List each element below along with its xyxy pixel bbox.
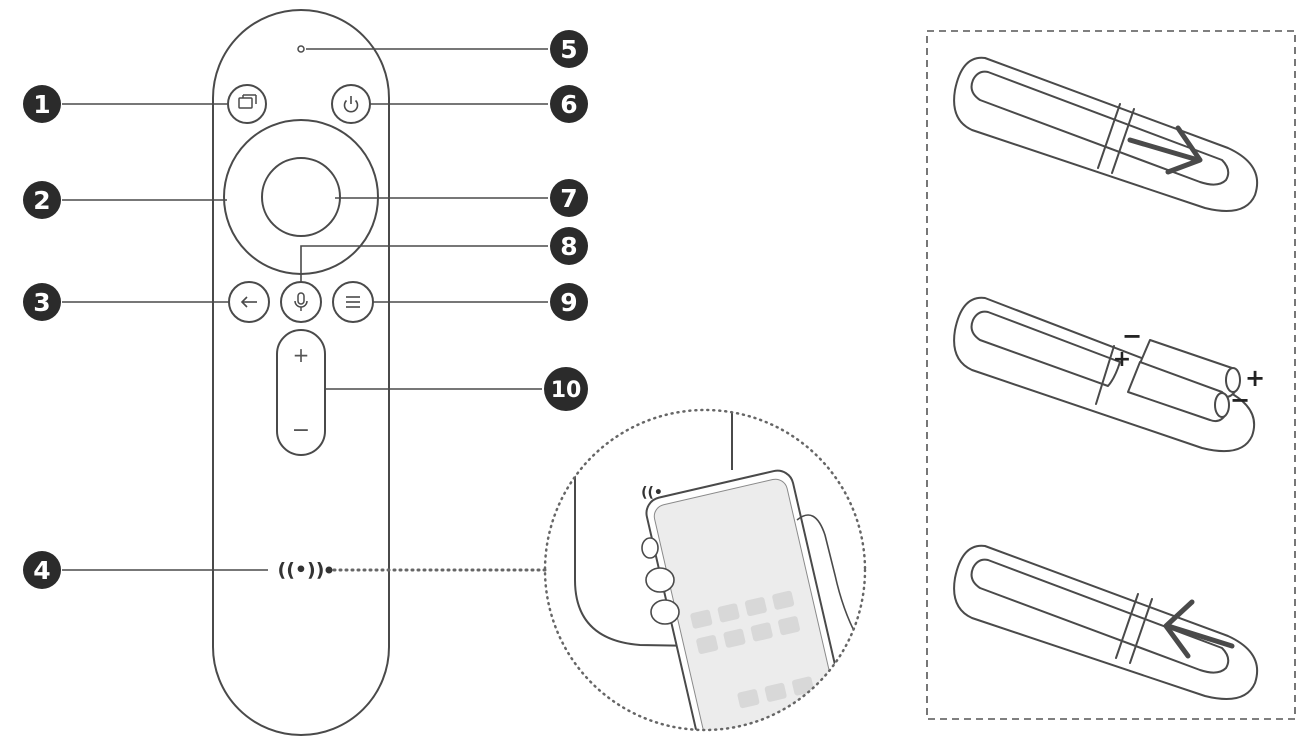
ok-button: [261, 157, 341, 237]
callout-number: 7: [560, 184, 577, 213]
battery-panel-border: [926, 30, 1296, 720]
power-button: [331, 84, 371, 124]
callout-number: 10: [551, 378, 582, 403]
callout-5: 5: [550, 30, 588, 68]
callout-number: 3: [33, 288, 50, 317]
nfc-icon: ((•)): [278, 559, 325, 581]
callout-3: 3: [23, 283, 61, 321]
nfc-dot: [325, 566, 333, 574]
phone-app-grid: [690, 590, 814, 709]
menu-button: [332, 281, 374, 323]
battery-step-insert: [953, 296, 1256, 452]
back-arrow-icon: [240, 296, 257, 308]
callout-4: 4: [23, 551, 61, 589]
input-button: [227, 84, 267, 124]
callout-number: 2: [33, 186, 50, 215]
callout-8: 8: [550, 227, 588, 265]
slide-right-arrow-icon: [1127, 125, 1203, 175]
magnified-content: ((•: [574, 412, 865, 730]
callout-number: 1: [33, 90, 50, 119]
nfc-magnified-view: ((•: [543, 408, 867, 732]
callout-6: 6: [550, 85, 588, 123]
voice-button: [280, 281, 322, 323]
battery-cells: [1127, 339, 1241, 423]
callout-1: 1: [23, 85, 61, 123]
callout-number: 8: [560, 232, 577, 261]
callout-number: 4: [33, 556, 50, 585]
polarity-plus-left: +: [1113, 347, 1131, 372]
callout-number: 9: [560, 288, 577, 317]
polarity-minus-top: −: [1122, 322, 1142, 350]
microphone-icon: [294, 292, 308, 311]
volume-rocker: + −: [276, 329, 326, 456]
leader-8: [300, 245, 548, 282]
callout-number: 5: [560, 35, 577, 64]
callout-number: 6: [560, 90, 577, 119]
polarity-plus-right: +: [1245, 364, 1265, 392]
tv-input-icon: [238, 94, 257, 109]
callout-2: 2: [23, 181, 61, 219]
magnified-remote-edge: [574, 470, 701, 647]
power-icon: [343, 96, 359, 113]
polarity-minus-right: −: [1230, 386, 1250, 414]
callout-10: 10: [544, 367, 588, 411]
battery-step-open: [953, 56, 1259, 212]
magnifier-border: [543, 408, 867, 732]
menu-icon: [346, 296, 360, 308]
phone: [645, 469, 846, 730]
slide-left-arrow-icon: [1163, 599, 1235, 659]
volume-minus-symbol: −: [292, 418, 310, 443]
callout-7: 7: [550, 179, 588, 217]
battery-step-close: [953, 544, 1259, 700]
back-button: [228, 281, 270, 323]
callout-9: 9: [550, 283, 588, 321]
volume-plus-symbol: +: [293, 343, 310, 367]
indicator-light: [297, 45, 305, 53]
callout-lines: [62, 48, 548, 571]
